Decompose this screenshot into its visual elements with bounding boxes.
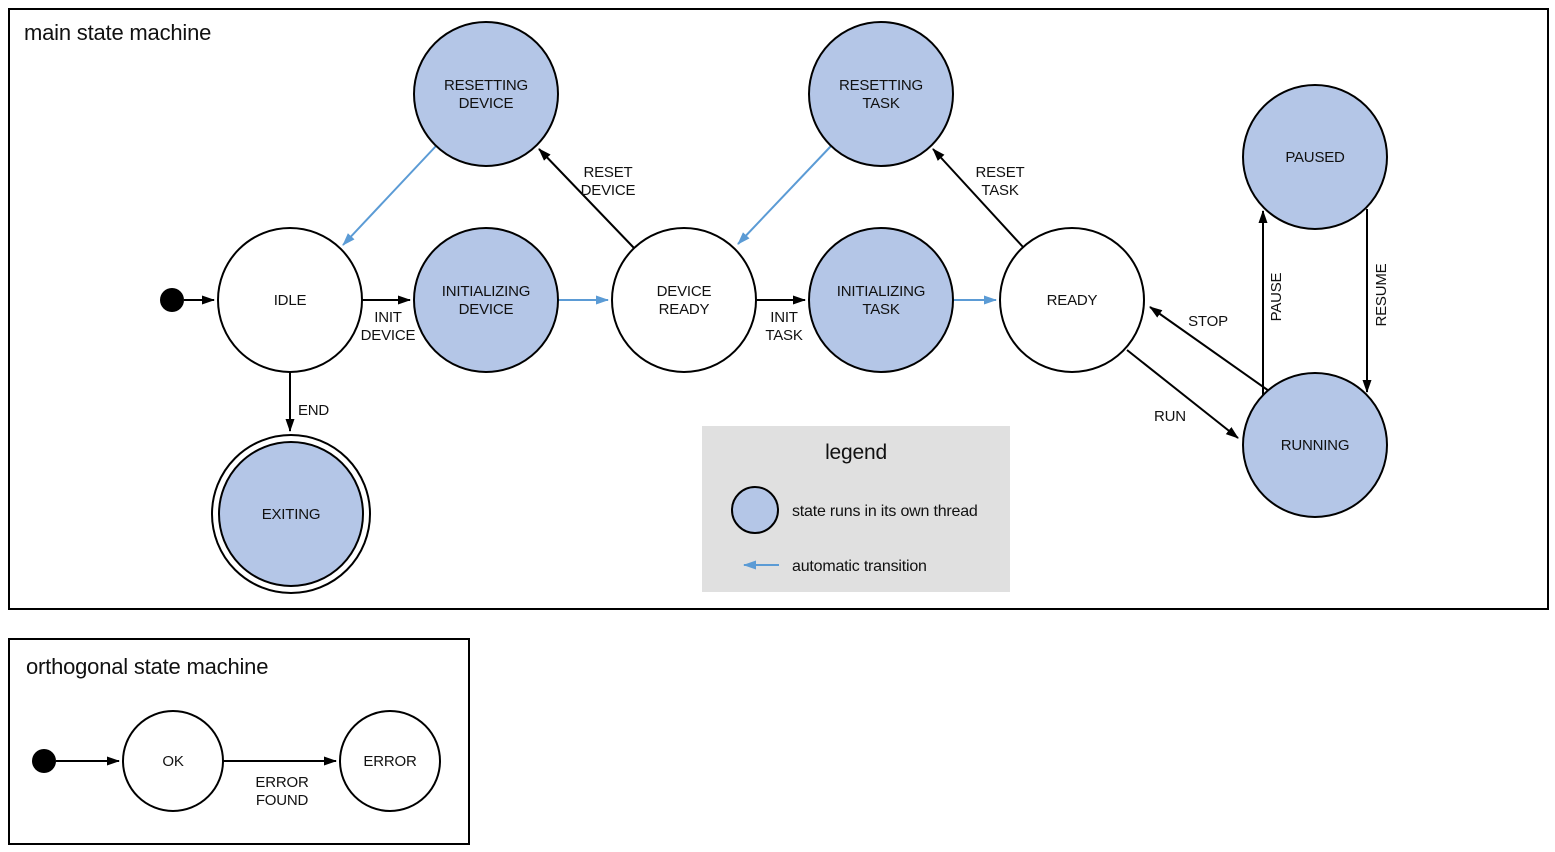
state-label: TASK: [862, 95, 899, 112]
state-exiting-final: EXITING: [211, 434, 371, 594]
orthogonal-state-machine-frame: [8, 638, 470, 845]
transition-device-ready-to-resetting-device: [538, 148, 635, 249]
transition-label-error-found: ERROR: [255, 774, 309, 791]
state-label: DEVICE: [459, 301, 514, 318]
orthogonal-state-machine-title: orthogonal state machine: [26, 654, 268, 679]
legend: legend state runs in its own thread auto…: [702, 426, 1010, 592]
state-error: [339, 710, 441, 812]
state-initializing-task: [808, 227, 954, 373]
state-label: ERROR: [363, 753, 417, 770]
state-ready: [999, 227, 1145, 373]
transition-label-init-task: TASK: [765, 327, 802, 344]
state-exiting: [218, 441, 364, 587]
state-initializing-device: [413, 227, 559, 373]
transition-resetting-task-to-device-ready: [737, 145, 832, 245]
transition-running-to-ready: [1149, 306, 1270, 392]
initial-state-dot: [32, 749, 56, 773]
state-label: DEVICE: [459, 95, 514, 112]
legend-threaded-state-icon: [731, 486, 779, 534]
legend-auto-label: automatic transition: [792, 558, 927, 575]
transition-label-pause: PAUSE: [1268, 272, 1285, 321]
transition-label-init-device: DEVICE: [361, 327, 416, 344]
transition-label-reset-task: TASK: [981, 182, 1018, 199]
state-paused: [1242, 84, 1388, 230]
transition-ready-to-running: [1126, 349, 1239, 439]
state-device-ready: [611, 227, 757, 373]
main-state-machine-frame: [8, 8, 1549, 610]
main-state-machine-panel: main state machine INIT DEVICE INIT TASK…: [8, 8, 1549, 610]
state-ok: [122, 710, 224, 812]
state-idle: [217, 227, 363, 373]
state-resetting-task: [808, 21, 954, 167]
transition-label-resume: RESUME: [1373, 263, 1390, 326]
transition-label-error-found: FOUND: [256, 792, 309, 809]
legend-title: legend: [825, 441, 887, 464]
transition-label-init-task: INIT: [770, 309, 798, 326]
transition-ready-to-resetting-task: [932, 148, 1024, 248]
transition-label-reset-device: RESET: [583, 164, 632, 181]
transition-label-stop: STOP: [1188, 313, 1228, 330]
state-label: INITIALIZING: [442, 283, 530, 300]
state-label: OK: [162, 753, 183, 770]
state-label: EXITING: [262, 506, 321, 523]
transition-label-init-device: INIT: [374, 309, 402, 326]
transition-label-reset-task: RESET: [975, 164, 1024, 181]
state-label: RESETTING: [444, 77, 528, 94]
orthogonal-state-machine-panel: orthogonal state machine ERROR FOUND OK …: [8, 638, 470, 845]
main-state-machine-title: main state machine: [24, 20, 211, 45]
state-label: RUNNING: [1281, 437, 1350, 454]
state-running: [1242, 372, 1388, 518]
state-label: IDLE: [274, 292, 307, 309]
state-label: READY: [659, 301, 710, 318]
state-label: INITIALIZING: [837, 283, 925, 300]
transition-resetting-device-to-idle: [342, 145, 437, 246]
transition-label-reset-device: DEVICE: [581, 182, 636, 199]
initial-state-dot: [160, 288, 184, 312]
state-label: TASK: [862, 301, 899, 318]
state-label: DEVICE: [657, 283, 712, 300]
transition-label-run: RUN: [1154, 408, 1186, 425]
legend-thread-label: state runs in its own thread: [792, 503, 978, 520]
state-label: RESETTING: [839, 77, 923, 94]
state-label: PAUSED: [1285, 149, 1345, 166]
transition-label-end: END: [298, 402, 329, 419]
state-label: READY: [1047, 292, 1098, 309]
state-resetting-device: [413, 21, 559, 167]
